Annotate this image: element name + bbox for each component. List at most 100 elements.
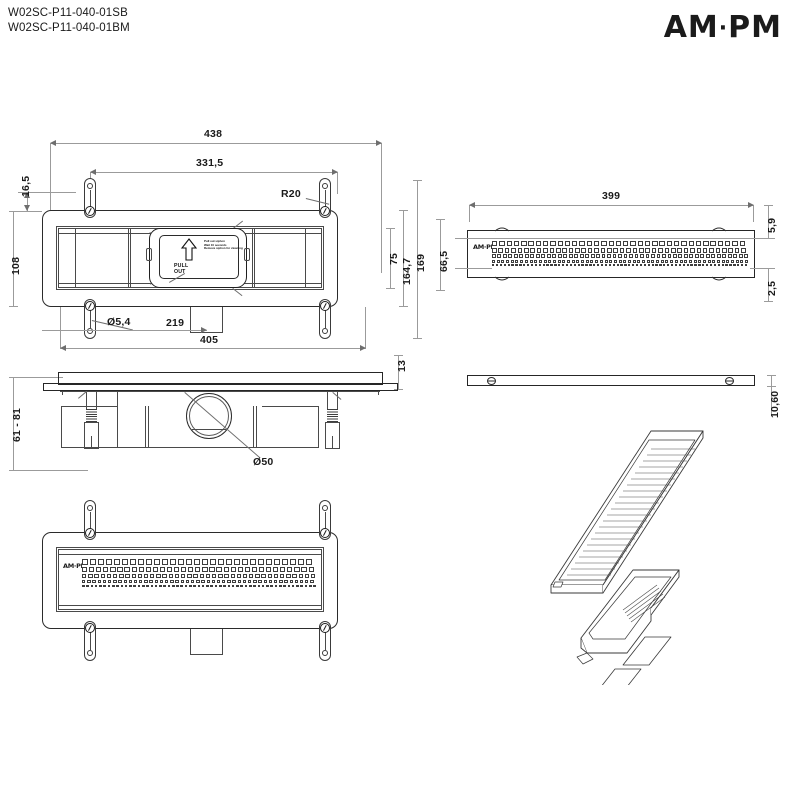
perforation-hole — [600, 264, 604, 267]
perforation-hole — [504, 248, 510, 253]
perforation-hole — [734, 248, 740, 253]
perforation-hole — [506, 241, 512, 247]
perforation-hole — [599, 259, 603, 263]
perforation-hole — [534, 264, 538, 267]
perforation-hole — [632, 264, 635, 267]
pull-out-label: PULL OUT — [174, 263, 189, 275]
screw-bottom-left[interactable] — [85, 301, 95, 311]
arrow-405-left — [60, 345, 66, 351]
tick-1647-bot — [399, 306, 408, 307]
dim-line-108 — [13, 211, 14, 307]
perforation-hole — [530, 264, 534, 267]
grate-tab-top-left — [495, 227, 509, 232]
product-code-block: W02SC-P11-040-01SB W02SC-P11-040-01BM — [8, 6, 130, 36]
grate-tab-bottom-left — [495, 276, 509, 281]
perforation-hole — [274, 559, 280, 565]
perforation-hole — [626, 248, 631, 253]
screw-bottom-right[interactable] — [320, 301, 330, 311]
tick-169-top — [413, 180, 422, 181]
perforation-hole — [97, 579, 101, 584]
perforation-hole — [683, 248, 689, 253]
perforation-hole — [206, 579, 210, 584]
assembled-inner-frame-2 — [58, 549, 322, 610]
perforation-hole — [294, 566, 300, 572]
perforation-hole — [231, 584, 235, 588]
brand-logo-am: AM — [663, 10, 719, 45]
perforation-hole — [529, 259, 533, 263]
perforation-hole — [543, 259, 547, 263]
perforation-hole — [219, 584, 222, 588]
perforation-hole — [612, 264, 615, 267]
perforation-hole — [590, 259, 594, 263]
ext-438-left — [50, 143, 51, 211]
perforation-hole — [638, 248, 644, 253]
perforation-hole — [230, 566, 236, 572]
perforation-row — [82, 566, 316, 572]
leg-stem-right-b — [337, 391, 338, 409]
perforation-hole — [695, 241, 702, 247]
perforation-hole — [678, 264, 682, 267]
screw-top-right[interactable] — [320, 206, 330, 216]
perforation-hole — [683, 254, 688, 259]
perforation-hole — [652, 241, 658, 247]
rib-4 — [305, 228, 306, 288]
perforation-hole — [130, 559, 136, 565]
perforation-hole — [82, 566, 88, 572]
perforation-hole — [609, 259, 613, 263]
tick-6181-bot — [9, 470, 18, 471]
assembled-screw-top-left[interactable] — [85, 528, 95, 538]
product-code-1: W02SC-P11-040-01SB — [8, 7, 128, 19]
section-rib-l — [117, 391, 118, 448]
tick-13-top — [394, 355, 403, 356]
dim-108: 108 — [10, 256, 22, 275]
rib-1 — [75, 228, 76, 288]
ext-6181-bot — [18, 470, 88, 471]
dim-438: 438 — [204, 128, 223, 140]
perforation-hole — [705, 254, 710, 259]
perforation-hole — [568, 254, 573, 259]
perforation-hole — [593, 241, 600, 247]
screw-top-left[interactable] — [85, 206, 95, 216]
iso-seal-gaskets — [601, 636, 672, 685]
tick-25-bot — [764, 301, 773, 302]
perforation-hole — [535, 254, 540, 259]
perforation-hole — [524, 254, 529, 259]
perforation-hole — [567, 259, 570, 263]
perforation-hole — [255, 573, 260, 579]
perforation-row — [492, 259, 750, 263]
perforation-hole — [152, 566, 158, 572]
perforation-hole — [513, 241, 520, 247]
perforation-hole — [558, 264, 561, 267]
perforation-hole — [581, 264, 584, 267]
perforation-hole — [150, 573, 155, 579]
perforation-hole — [725, 241, 731, 247]
perforation-row — [82, 559, 314, 565]
perforation-hole — [690, 248, 695, 253]
assembled-screw-top-right[interactable] — [320, 528, 330, 538]
perforation-hole — [646, 259, 650, 263]
perforation-hole — [176, 584, 179, 588]
iso-trap-cover — [576, 569, 680, 665]
brand-logo-dot: · — [718, 16, 729, 41]
perforation-hole — [249, 573, 254, 579]
section-body-top — [60, 391, 380, 392]
perforation-hole — [188, 566, 194, 572]
perforation-hole — [615, 241, 622, 247]
assembled-rib-bot — [58, 605, 322, 606]
perforation-hole — [647, 264, 650, 267]
dim-13: 13 — [396, 359, 408, 372]
perforation-hole — [274, 584, 278, 588]
assembled-screw-bottom-right[interactable] — [320, 623, 330, 633]
dim-405: 405 — [200, 334, 219, 346]
perforation-hole — [250, 559, 256, 565]
perforation-hole — [159, 579, 164, 584]
perforation-hole — [168, 573, 174, 579]
brand-logo-pm: PM — [728, 10, 782, 45]
perforation-hole — [122, 559, 128, 565]
perforation-hole — [639, 264, 643, 267]
perforation-hole — [96, 566, 102, 572]
tick-108-top — [9, 211, 18, 212]
perforation-hole — [116, 584, 119, 588]
assembled-screw-bottom-left[interactable] — [85, 623, 95, 633]
perforation-hole — [538, 264, 541, 267]
